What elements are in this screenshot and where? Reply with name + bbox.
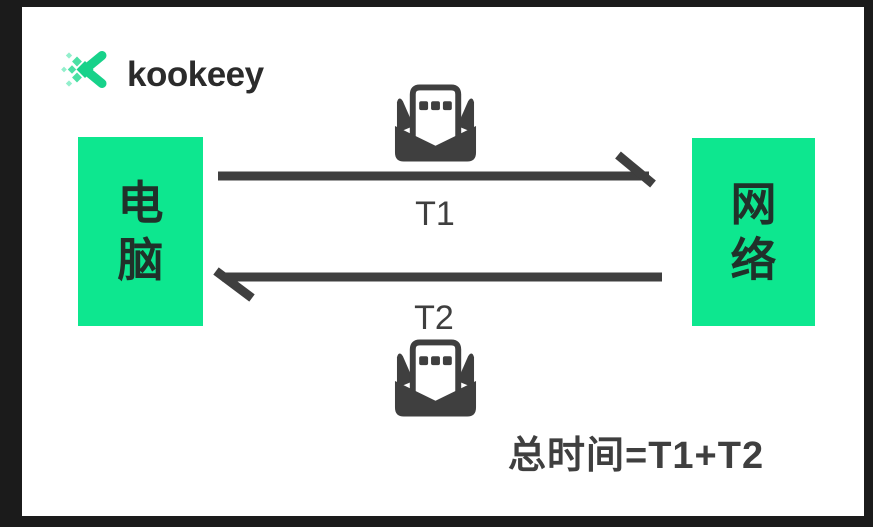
node-network-label: 网络 — [730, 177, 777, 286]
node-network: 网络 — [692, 138, 815, 326]
forward-time-label: T1 — [415, 195, 455, 233]
backward-time-label: T2 — [414, 299, 454, 337]
kookeey-logo: kookeey — [60, 51, 264, 92]
kookeey-logo-icon — [61, 51, 107, 88]
node-computer: 电脑 — [78, 137, 203, 326]
backward-arrow — [213, 267, 662, 302]
total-time-formula: 总时间=T1+T2 — [508, 435, 765, 477]
logo-text: kookeey — [127, 55, 264, 94]
diagram-card: kookeey 电脑 网络 — [22, 7, 864, 516]
mail-icon-forward — [393, 84, 478, 164]
node-computer-label: 电脑 — [117, 177, 164, 286]
mail-icon-backward — [393, 339, 478, 419]
